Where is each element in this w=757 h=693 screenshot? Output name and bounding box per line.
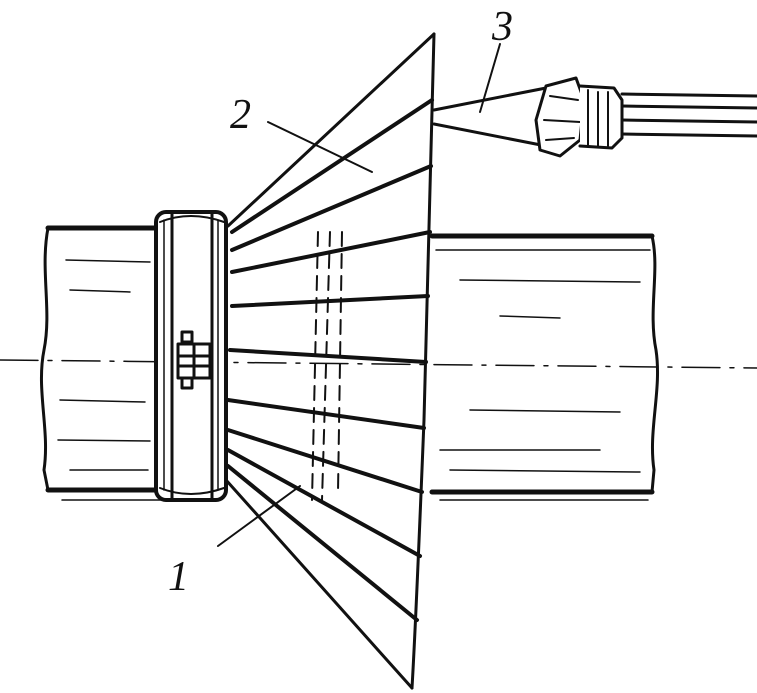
cone-bottom-edge xyxy=(224,478,414,690)
axis-centerline xyxy=(0,359,757,369)
pipe-right-break xyxy=(650,234,660,494)
pipe-left-break xyxy=(39,226,50,492)
leader-line-3 xyxy=(479,43,501,113)
label-part-3: 3 xyxy=(491,4,513,50)
label-part-1: 1 xyxy=(168,554,189,600)
label-part-2: 2 xyxy=(230,92,251,138)
clamp-lock xyxy=(176,330,212,390)
cone-generatrix-lines xyxy=(226,98,434,622)
cone xyxy=(224,32,436,690)
pipe-shading xyxy=(57,259,649,501)
leader-line-2 xyxy=(267,121,373,173)
leader-line-1 xyxy=(217,485,301,547)
fitting-nut xyxy=(534,76,586,158)
cone-base xyxy=(410,32,436,690)
pipe xyxy=(39,225,660,501)
hose xyxy=(620,92,757,138)
hose-fitting xyxy=(432,76,757,158)
fitting-sleeve xyxy=(578,84,624,150)
clamp-ring xyxy=(154,210,228,502)
cone-top-edge xyxy=(226,32,436,228)
